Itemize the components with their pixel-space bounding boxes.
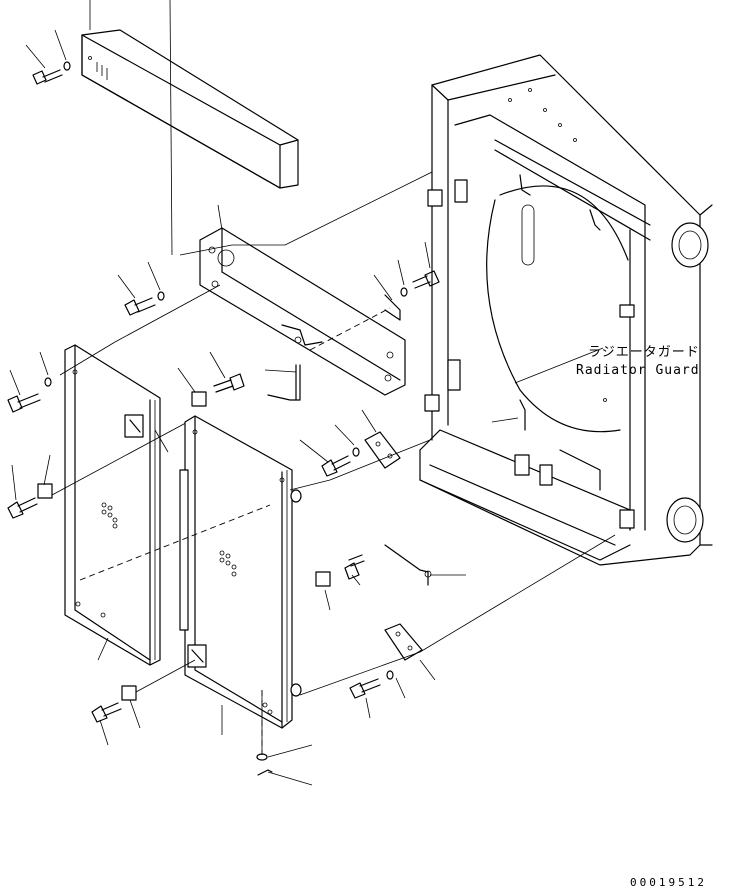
hinge-bolt-upper [321, 447, 360, 477]
left-panel-bolt-lower [7, 483, 53, 519]
top-cover-beam [81, 29, 299, 189]
lock-pin [267, 336, 302, 401]
bottom-washer [256, 753, 273, 776]
lower-left-bolt [91, 685, 137, 723]
right-guard-panel [179, 415, 302, 729]
hook-clip [384, 294, 401, 321]
lower-center-clip [315, 571, 331, 587]
right-bolt [400, 270, 440, 297]
hinge-plate-lower [384, 623, 423, 661]
bracket-bolt [124, 291, 165, 316]
drawing-number: 00019512 [630, 876, 707, 889]
hole-pattern [101, 502, 118, 529]
left-guard-panel [64, 344, 169, 666]
upper-bracket [199, 227, 406, 396]
lock-rod [384, 544, 432, 586]
center-clip [191, 391, 207, 407]
hinge-bolt-lower [349, 670, 394, 699]
center-bolt [213, 373, 245, 393]
callout-japanese: ラジエータガード [588, 345, 700, 360]
lower-center-bolt [344, 554, 365, 580]
hole-pattern [219, 550, 237, 577]
top-bolt [32, 61, 71, 85]
hinge-plate-upper [364, 431, 401, 469]
callout-english: Radiator Guard [576, 363, 700, 378]
left-panel-bolt-upper [7, 377, 52, 413]
radiator-guard-frame [419, 54, 713, 566]
